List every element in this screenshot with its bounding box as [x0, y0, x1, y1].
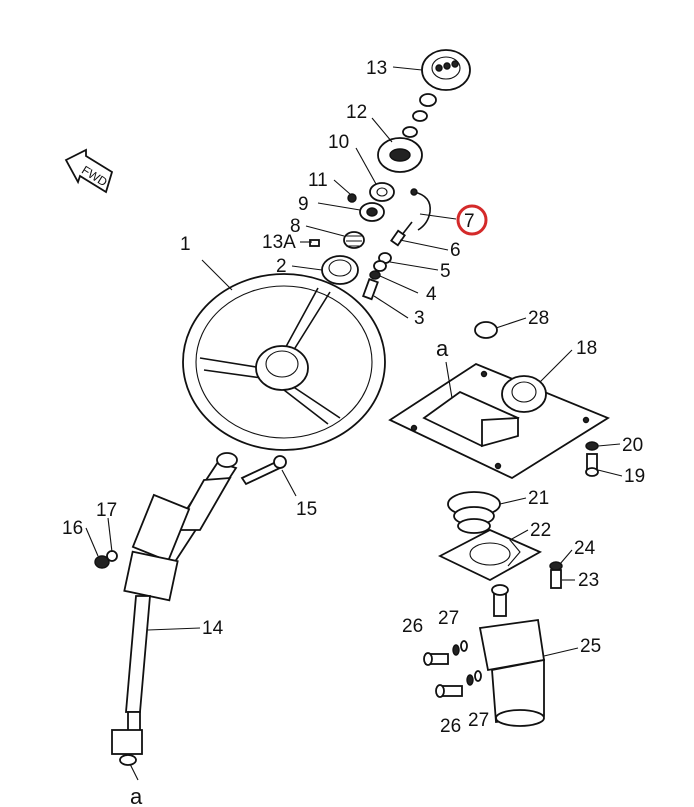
ref-a-top: a	[436, 336, 449, 361]
callout-6: 6	[450, 240, 461, 261]
callout-10: 10	[328, 132, 349, 153]
callout-16: 16	[62, 518, 83, 539]
callout-2: 2	[276, 256, 287, 277]
bolt-19	[585, 453, 599, 477]
callout-5: 5	[440, 261, 451, 282]
steering-column-14	[111, 452, 238, 766]
callout-1: 1	[180, 234, 191, 255]
highlight-ring	[456, 204, 488, 236]
callout-17: 17	[96, 500, 117, 521]
steering-valve-25	[478, 584, 546, 727]
bolt-15	[240, 455, 287, 486]
callout-22: 22	[530, 520, 551, 541]
screw-11	[347, 193, 357, 203]
steering-wheel	[182, 273, 386, 451]
callout-21: 21	[528, 488, 549, 509]
washer-27-upper	[452, 640, 468, 656]
nut-16	[94, 555, 110, 569]
wire-7	[413, 191, 431, 231]
clip-13a	[309, 239, 320, 247]
callout-8: 8	[290, 216, 301, 237]
callout-27-upper: 27	[438, 608, 459, 629]
cover-12	[377, 137, 423, 173]
callout-27-lower: 27	[468, 710, 489, 731]
callout-11: 11	[308, 170, 328, 191]
bolt-26-upper	[423, 652, 449, 666]
washer-27-lower	[466, 670, 482, 686]
snap-rings	[402, 93, 437, 138]
horn-button-13	[421, 49, 471, 91]
callout-20: 20	[622, 435, 643, 456]
callout-13: 13	[366, 58, 387, 79]
pin-4	[369, 270, 381, 280]
callout-14: 14	[202, 618, 224, 639]
spring-8	[343, 231, 365, 249]
spring-5	[373, 252, 392, 272]
bolt-26-lower	[435, 684, 463, 698]
callout-26-upper: 26	[402, 616, 423, 637]
bolt-23-24	[549, 561, 563, 589]
plate-18	[388, 362, 610, 480]
ref-a-bottom: a	[130, 784, 143, 807]
callout-23: 23	[578, 570, 599, 591]
callout-3: 3	[414, 308, 425, 329]
callout-labels: 13 12 10 11 9 8 13A 2 1 7 6 5 4 3 28 18 …	[62, 58, 645, 807]
callout-7: 7	[464, 211, 475, 232]
callout-15: 15	[296, 499, 317, 520]
callout-9: 9	[298, 194, 309, 215]
callout-24: 24	[574, 538, 596, 559]
leader-lines	[85, 66, 623, 781]
callout-28: 28	[528, 308, 549, 329]
bushing-3	[362, 278, 379, 301]
washer-9	[359, 202, 385, 222]
cap-28	[474, 321, 498, 339]
boot-21	[447, 491, 501, 534]
callout-26-lower: 26	[440, 716, 461, 737]
callout-4: 4	[426, 284, 437, 305]
callout-19: 19	[624, 466, 645, 487]
fwd-arrow-icon: FWD	[64, 148, 114, 194]
callout-12: 12	[346, 102, 367, 123]
cap-2	[321, 255, 359, 285]
nut-10	[369, 182, 395, 202]
gasket-22	[437, 529, 543, 582]
callout-13a: 13A	[262, 232, 296, 253]
washer-20	[585, 441, 599, 451]
callout-18: 18	[576, 338, 597, 359]
washer-17	[106, 550, 118, 562]
callout-25: 25	[580, 636, 601, 657]
